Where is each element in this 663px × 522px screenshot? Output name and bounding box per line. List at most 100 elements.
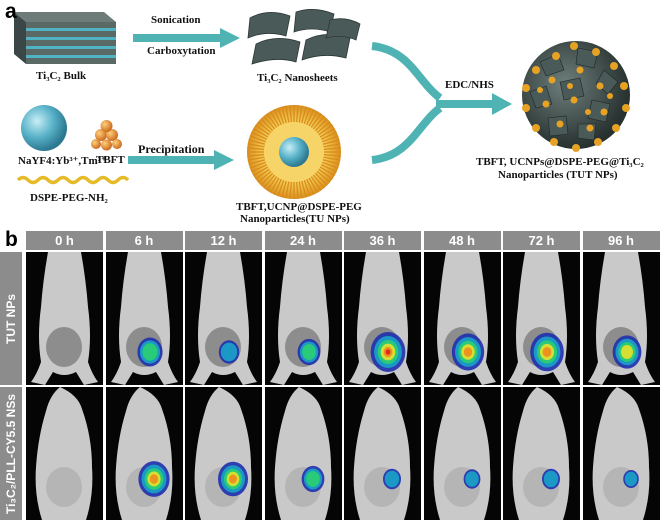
bulk-label: Ti₃C₂ Bulk: [36, 70, 87, 82]
ucnp-label: NaYF4:Yb³⁺,Tm³⁺: [18, 155, 107, 167]
mouse-silhouette: [587, 252, 655, 385]
peg-spike: [281, 180, 287, 198]
mouse-image-tile: [503, 252, 580, 385]
precipitation-arrow-icon: [128, 150, 234, 170]
timepoint-header: 96 h: [582, 231, 660, 250]
timepoint-header: 48 h: [423, 231, 501, 250]
mouse-silhouette: [433, 387, 490, 520]
peg-spike: [323, 143, 341, 148]
coupling-label: EDC/NHS: [445, 79, 494, 91]
peg-spike: [249, 135, 267, 143]
mouse-silhouette: [194, 387, 252, 520]
peg-spike: [273, 109, 282, 126]
sonication-label: Sonication: [151, 14, 201, 26]
peg-spike: [285, 105, 290, 123]
timepoint-header: 72 h: [503, 231, 580, 250]
peg-spike: [303, 179, 311, 197]
peg-spike: [266, 176, 278, 191]
fluorescence-signal: [305, 471, 320, 487]
peg-spike: [277, 107, 285, 125]
peg-spike: [319, 166, 336, 177]
peg-spike: [273, 178, 282, 195]
mouse-image-tile: [105, 387, 183, 520]
mouse-image-tile: [423, 252, 501, 385]
sonication-arrow-icon: [133, 28, 240, 48]
peg-spike: [249, 161, 267, 169]
peg-spike: [266, 113, 278, 128]
timepoint-header: 24 h: [264, 231, 342, 250]
peg-spike: [323, 156, 341, 161]
mouse-silhouette: [35, 387, 93, 520]
peg-spike: [323, 154, 341, 157]
peg-spike: [263, 174, 276, 189]
peg-spike: [248, 139, 266, 145]
mouse-image-tile: [264, 387, 342, 520]
mouse-silhouette: [115, 387, 172, 520]
mouse-image-tile: [582, 252, 660, 385]
peg-spike: [306, 178, 315, 195]
peg-spike: [296, 181, 299, 199]
fluorescence-signal: [141, 343, 158, 361]
peg-label: DSPE-PEG-NH₂: [30, 192, 108, 204]
peg-spike: [263, 115, 276, 130]
peg-spike: [296, 105, 299, 123]
mouse-image-tile: [185, 387, 262, 520]
peg-spike: [289, 181, 292, 199]
mouse-silhouette: [110, 252, 178, 385]
mouse-silhouette: [592, 387, 649, 520]
peg-spike: [260, 172, 274, 186]
carboxytation-label: Carboxytation: [147, 45, 216, 57]
mouse-image-tile: [185, 252, 262, 385]
mouse-silhouette: [269, 252, 337, 385]
mouse-shading: [46, 327, 82, 367]
peg-spike: [320, 131, 337, 140]
timepoint-header: 12 h: [185, 231, 262, 250]
fluorescence-signal: [220, 342, 238, 362]
peg-spike: [255, 124, 270, 136]
fluorescence-signal: [149, 474, 158, 484]
nanosheets-label: Ti₃C₂ Nanosheets: [257, 72, 338, 84]
peg-spike: [251, 164, 268, 173]
peg-spike: [298, 105, 303, 123]
mouse-image-tile: [26, 252, 103, 385]
tu-label-line1: TBFT,UCNP@DSPE-PEG: [236, 201, 362, 213]
fluorescence-signal: [543, 470, 559, 488]
peg-spike: [269, 177, 280, 194]
precipitation-label: Precipitation: [138, 142, 205, 156]
panel-b-letter: b: [5, 228, 18, 251]
nanosheets-icon: [247, 9, 361, 65]
peg-spike: [314, 172, 328, 186]
mouse-shading: [46, 467, 82, 507]
fluorescence-signal: [384, 470, 400, 488]
fluorescence-signal: [385, 349, 391, 355]
mouse-image-tile: [264, 252, 342, 385]
timepoint-header: 6 h: [105, 231, 183, 250]
peg-spike: [301, 106, 307, 124]
peg-spike: [285, 181, 290, 199]
peg-spike: [251, 131, 268, 140]
fluorescence-signal: [620, 345, 633, 359]
peg-spike: [312, 115, 325, 130]
peg-spike: [312, 174, 325, 189]
peg-spike: [306, 109, 315, 126]
peg-spike: [318, 168, 333, 180]
peg-spike: [248, 159, 266, 165]
fluorescence-signal: [542, 347, 552, 357]
peg-chain-icon: [16, 175, 130, 185]
peg-spike: [247, 156, 265, 161]
peg-spike: [252, 166, 269, 177]
mouse-image-tile: [344, 387, 421, 520]
tut-nanoparticle-icon: [522, 41, 630, 152]
peg-spike: [320, 164, 337, 173]
peg-spike: [247, 154, 265, 157]
mouse-image-tile: [423, 387, 501, 520]
peg-spike: [289, 105, 292, 123]
peg-spike: [277, 179, 285, 197]
timepoint-header: 36 h: [344, 231, 421, 250]
fluorescence-signal: [301, 344, 316, 360]
tbft-label: TBFT: [96, 154, 125, 166]
mouse-image-tile: [344, 252, 421, 385]
mouse-image-tile: [26, 387, 103, 520]
mouse-silhouette: [31, 252, 98, 385]
peg-spike: [322, 139, 340, 145]
